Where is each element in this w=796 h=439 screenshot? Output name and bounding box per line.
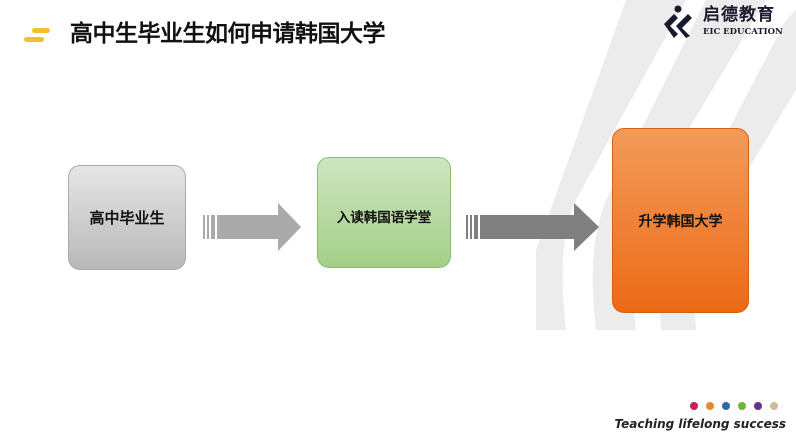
page-title: 高中生毕业生如何申请韩国大学 bbox=[70, 21, 386, 47]
dot-icon bbox=[690, 402, 698, 410]
step-korean-language-school: 入读韩国语学堂 bbox=[317, 157, 451, 268]
eic-logo-icon bbox=[664, 5, 692, 38]
logo-english: EIC EDUCATION bbox=[703, 27, 783, 37]
step-korean-university: 升学韩国大学 bbox=[612, 128, 749, 313]
dot-icon bbox=[722, 402, 730, 410]
eic-logo: 启德教育 EIC EDUCATION bbox=[660, 4, 794, 44]
step-label: 高中毕业生 bbox=[89, 209, 165, 227]
dot-icon bbox=[738, 402, 746, 410]
arrow-right-icon bbox=[203, 203, 301, 251]
logo-chinese: 启德教育 bbox=[703, 5, 775, 25]
tagline: Teaching lifelong success bbox=[614, 417, 786, 431]
dot-icon bbox=[770, 402, 778, 410]
step-label: 入读韩国语学堂 bbox=[336, 210, 432, 226]
dot-icon bbox=[754, 402, 762, 410]
arrow-right-icon bbox=[466, 203, 599, 251]
step-high-school-graduate: 高中毕业生 bbox=[68, 165, 186, 270]
dot-icon bbox=[706, 402, 714, 410]
title-accent-icon bbox=[24, 28, 50, 44]
step-label: 升学韩国大学 bbox=[638, 213, 723, 230]
brand-dots bbox=[690, 402, 778, 410]
